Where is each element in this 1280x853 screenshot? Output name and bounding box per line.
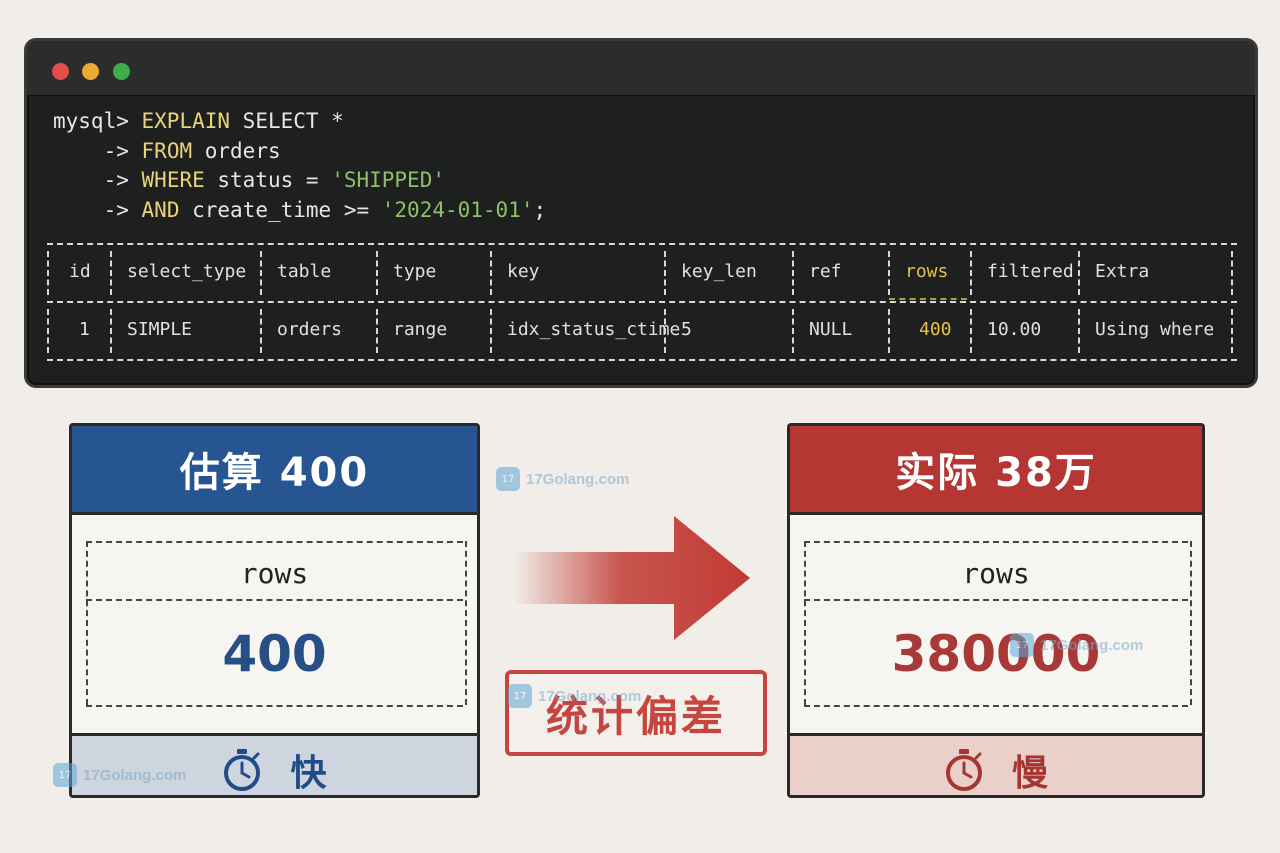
table-border-top (47, 243, 1237, 245)
terminal-window: mysql> EXPLAIN SELECT * -> FROM orders -… (24, 38, 1258, 388)
right-arrow-icon (514, 516, 750, 640)
table-header-cell: table (277, 261, 332, 282)
table-cell: 5 (681, 319, 692, 340)
stopwatch-icon (945, 749, 982, 791)
table-cell: range (393, 319, 448, 340)
maximize-window-button[interactable] (113, 63, 130, 80)
actual-card-body: rows 380000 (790, 515, 1202, 736)
table-header-cell-rows: rows (905, 261, 949, 282)
table-cell: 1 (79, 319, 90, 340)
actual-rows-label: rows (962, 557, 1030, 590)
actual-card-title: 实际 38万 (790, 426, 1202, 515)
table-header-cell: select_type (127, 261, 247, 282)
table-header-cell: id (69, 261, 91, 282)
estimate-rows-value: 400 (222, 625, 327, 683)
slow-label: 慢 (1011, 753, 1048, 794)
stopwatch-icon (224, 749, 261, 791)
table-header-cell: key (507, 261, 540, 282)
estimate-card: 估算 400 rows 400 快 (69, 423, 480, 798)
table-cell: idx_status_ctime (507, 319, 681, 340)
watermark: 17 17Golang.com (508, 684, 641, 708)
table-header-cell: type (393, 261, 437, 282)
rows-highlight-underline (889, 298, 967, 300)
table-cell: SIMPLE (127, 319, 193, 340)
terminal-titlebar (27, 41, 1255, 96)
watermark: 17 17Golang.com (1010, 633, 1143, 657)
golang-logo-icon: 17 (496, 467, 520, 491)
mysql-prompt: mysql> (53, 109, 129, 133)
table-cell-rows-value: 400 (919, 319, 952, 340)
golang-logo-icon: 17 (53, 763, 77, 787)
watermark: 17 17Golang.com (53, 763, 186, 787)
explain-result-table: id select_type table type key key_len re… (47, 237, 1237, 369)
sql-query: mysql> EXPLAIN SELECT * -> FROM orders -… (53, 109, 547, 222)
table-header-cell: key_len (681, 261, 757, 282)
table-cell: Using where (1095, 319, 1215, 340)
table-header-cell: filtered (987, 261, 1074, 282)
table-header-cell: ref (809, 261, 842, 282)
table-border-bottom (47, 359, 1237, 361)
statistics-deviation-stamp: 统计偏差 (505, 670, 767, 756)
close-window-button[interactable] (52, 63, 69, 80)
estimate-card-body: rows 400 (72, 515, 477, 736)
table-cell: NULL (809, 319, 853, 340)
estimate-card-foot: 快 (72, 736, 477, 795)
table-cell: orders (277, 319, 343, 340)
golang-logo-icon: 17 (1010, 633, 1034, 657)
estimate-card-title: 估算 400 (72, 426, 477, 515)
minimize-window-button[interactable] (82, 63, 99, 80)
watermark: 17 17Golang.com (496, 467, 629, 491)
fast-label: 快 (290, 753, 327, 794)
table-border-header (47, 301, 1237, 303)
estimate-rows-label: rows (240, 557, 309, 590)
actual-rows-value: 380000 (891, 625, 1101, 683)
table-cell: 10.00 (987, 319, 1042, 340)
table-header-cell: Extra (1095, 261, 1150, 282)
actual-card-foot: 慢 (790, 736, 1202, 795)
golang-logo-icon: 17 (508, 684, 532, 708)
actual-card: 实际 38万 rows 380000 慢 (787, 423, 1205, 798)
